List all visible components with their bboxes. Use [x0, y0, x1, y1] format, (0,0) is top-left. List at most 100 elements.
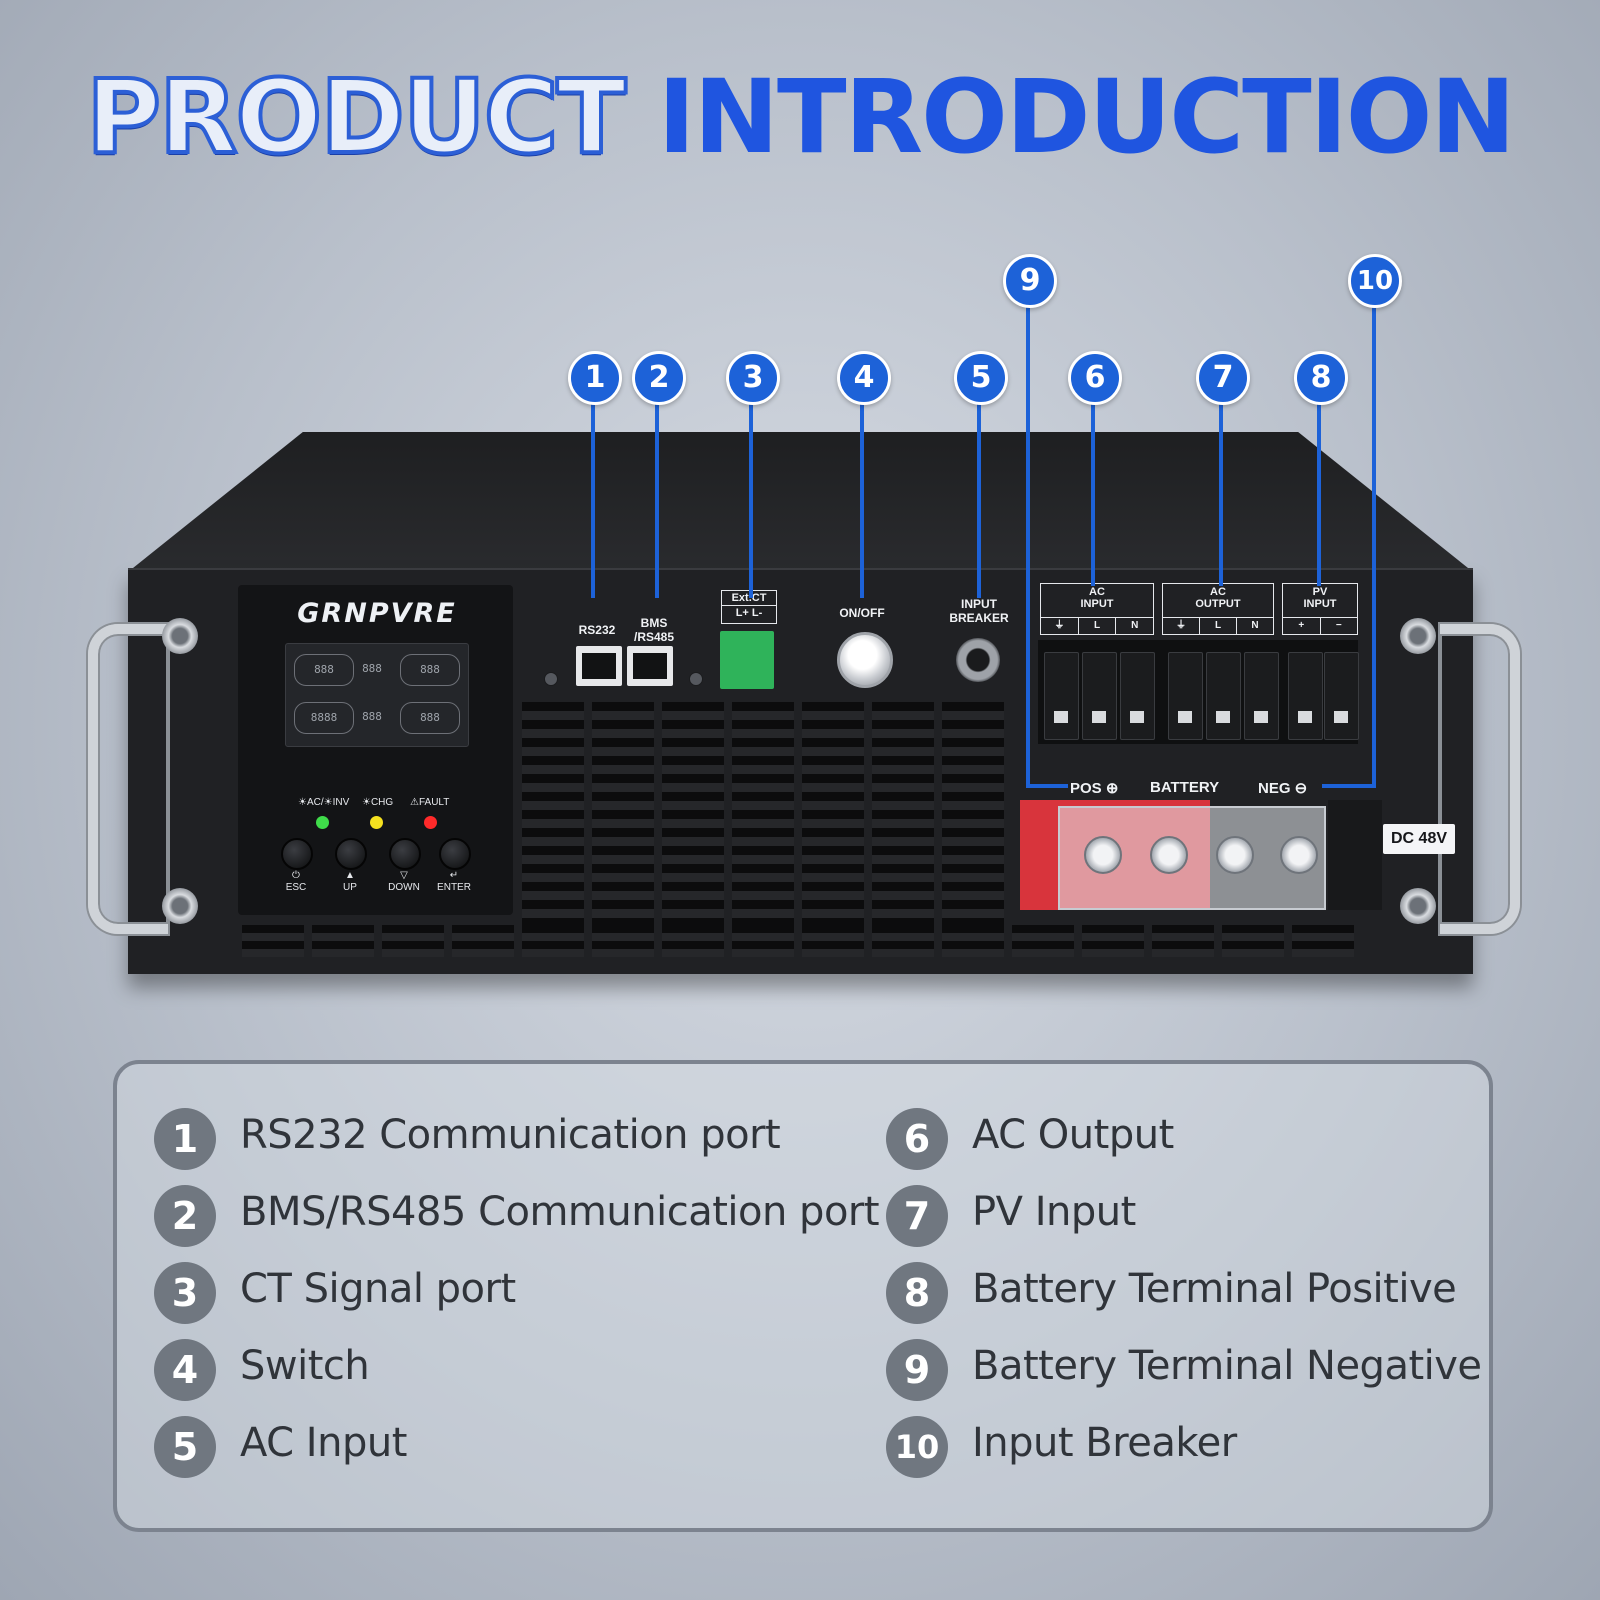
terminal-slot[interactable] — [1288, 652, 1323, 740]
rs232-label: RS232 — [578, 623, 616, 637]
down-label: DOWN — [388, 882, 420, 893]
return-icon: ↵ — [449, 870, 459, 881]
battery-bolt[interactable] — [1084, 836, 1122, 874]
callout-badge-1: 1 — [568, 351, 622, 405]
legend-number: 1 — [154, 1108, 216, 1170]
callout-badge-4: 4 — [837, 351, 891, 405]
legend-number: 7 — [886, 1185, 948, 1247]
onoff-label: ON/OFF — [839, 606, 885, 620]
breaker-label-line2: BREAKER — [949, 611, 1009, 625]
battery-negative-cover — [1328, 800, 1382, 910]
legend-number: 9 — [886, 1339, 948, 1401]
power-switch[interactable] — [837, 632, 893, 688]
callout-leader — [860, 398, 864, 598]
ct-label-box: Ext.CT L+ L- — [721, 590, 777, 624]
legend-panel — [113, 1060, 1493, 1532]
lcd-readout: 888 — [362, 662, 382, 675]
callout-badge-2: 2 — [632, 351, 686, 405]
ct-signal-port[interactable] — [720, 631, 774, 689]
callout-leader — [977, 398, 981, 598]
legend-item-text: AC Output — [972, 1112, 1174, 1158]
callout-badge-10: 10 — [1348, 254, 1402, 308]
voltage-badge: DC 48V — [1383, 824, 1455, 854]
battery-label: BATTERY — [1150, 779, 1220, 796]
callout-leader — [1317, 398, 1321, 586]
handle-bolt — [1400, 888, 1436, 924]
legend-item-text: CT Signal port — [240, 1266, 516, 1312]
down-button[interactable] — [389, 838, 421, 870]
minus-icon: − — [1319, 618, 1358, 634]
callout-badge-8: 8 — [1294, 351, 1348, 405]
legend-item-text: BMS/RS485 Communication port — [240, 1189, 880, 1235]
callout-leader — [655, 398, 659, 598]
pin-label: L — [1077, 618, 1116, 634]
plus-icon: + — [1298, 620, 1305, 631]
rs232-port[interactable] — [576, 646, 622, 686]
terminal-slot[interactable] — [1168, 652, 1203, 740]
callout-badge-9: 9 — [1003, 254, 1057, 308]
indicator-label: ☀CHG — [362, 797, 394, 808]
callout-leader — [749, 398, 753, 598]
bms-rs485-port[interactable] — [627, 646, 673, 686]
legend-number: 2 — [154, 1185, 216, 1247]
lcd-readout: 888 — [362, 710, 382, 723]
legend-item-text: RS232 Communication port — [240, 1112, 781, 1158]
terminal-slot[interactable] — [1324, 652, 1359, 740]
left-handle — [88, 624, 168, 934]
legend-number: 8 — [886, 1262, 948, 1324]
callout-badge-7: 7 — [1196, 351, 1250, 405]
callout-leader — [1026, 784, 1068, 788]
legend-item-text: Battery Terminal Positive — [972, 1266, 1457, 1312]
terminal-slot[interactable] — [1044, 652, 1079, 740]
right-handle — [1440, 624, 1520, 934]
legend-item-text: Switch — [240, 1343, 370, 1389]
pv-input-label-line2: INPUT — [1303, 598, 1337, 610]
breaker-label-line1: INPUT — [961, 597, 997, 611]
ac-output-label-line1: AC — [1210, 586, 1226, 598]
up-label: UP — [343, 882, 357, 893]
indicator-label: ⚠FAULT — [410, 797, 450, 808]
led-ac-inv — [316, 816, 329, 829]
enter-button[interactable] — [439, 838, 471, 870]
pv-input-label-line1: PV — [1312, 586, 1328, 598]
handle-bolt — [162, 618, 198, 654]
terminal-slot[interactable] — [1244, 652, 1279, 740]
lcd-readout: 888 — [400, 654, 460, 686]
led-fault — [424, 816, 437, 829]
control-panel — [238, 585, 513, 915]
legend-item-text: Battery Terminal Negative — [972, 1343, 1482, 1389]
ct-label: Ext.CT — [731, 592, 767, 604]
page-title: PRODUCT INTRODUCTION — [0, 56, 1600, 179]
esc-label: ESC — [285, 882, 307, 893]
callout-leader — [1091, 398, 1095, 586]
pin-label: N — [1115, 618, 1153, 634]
battery-bolt[interactable] — [1280, 836, 1318, 874]
pin-label: N — [1236, 618, 1273, 634]
legend-item-text: Input Breaker — [972, 1420, 1237, 1466]
legend-number: 10 — [886, 1416, 948, 1478]
title-word-product: PRODUCT — [84, 56, 628, 179]
ground-icon: ⏚ — [1176, 620, 1186, 631]
callout-leader — [591, 398, 595, 598]
legend-item-text: PV Input — [972, 1189, 1136, 1235]
esc-button[interactable] — [281, 838, 313, 870]
battery-bolt[interactable] — [1150, 836, 1188, 874]
terminal-slot[interactable] — [1120, 652, 1155, 740]
callout-leader — [1219, 398, 1223, 586]
handle-bolt — [162, 888, 198, 924]
input-breaker[interactable] — [956, 638, 1000, 682]
terminal-slot[interactable] — [1082, 652, 1117, 740]
pin-label: L — [1199, 618, 1236, 634]
panel-screw — [689, 672, 703, 686]
legend-number: 4 — [154, 1339, 216, 1401]
terminal-slot[interactable] — [1206, 652, 1241, 740]
battery-bolt[interactable] — [1216, 836, 1254, 874]
bms-label-line1: BMS — [640, 616, 668, 630]
handle-bolt — [1400, 618, 1436, 654]
legend-number: 6 — [886, 1108, 948, 1170]
bms-label-line2: /RS485 — [633, 630, 675, 644]
vent-grille — [522, 702, 1008, 954]
up-button[interactable] — [335, 838, 367, 870]
